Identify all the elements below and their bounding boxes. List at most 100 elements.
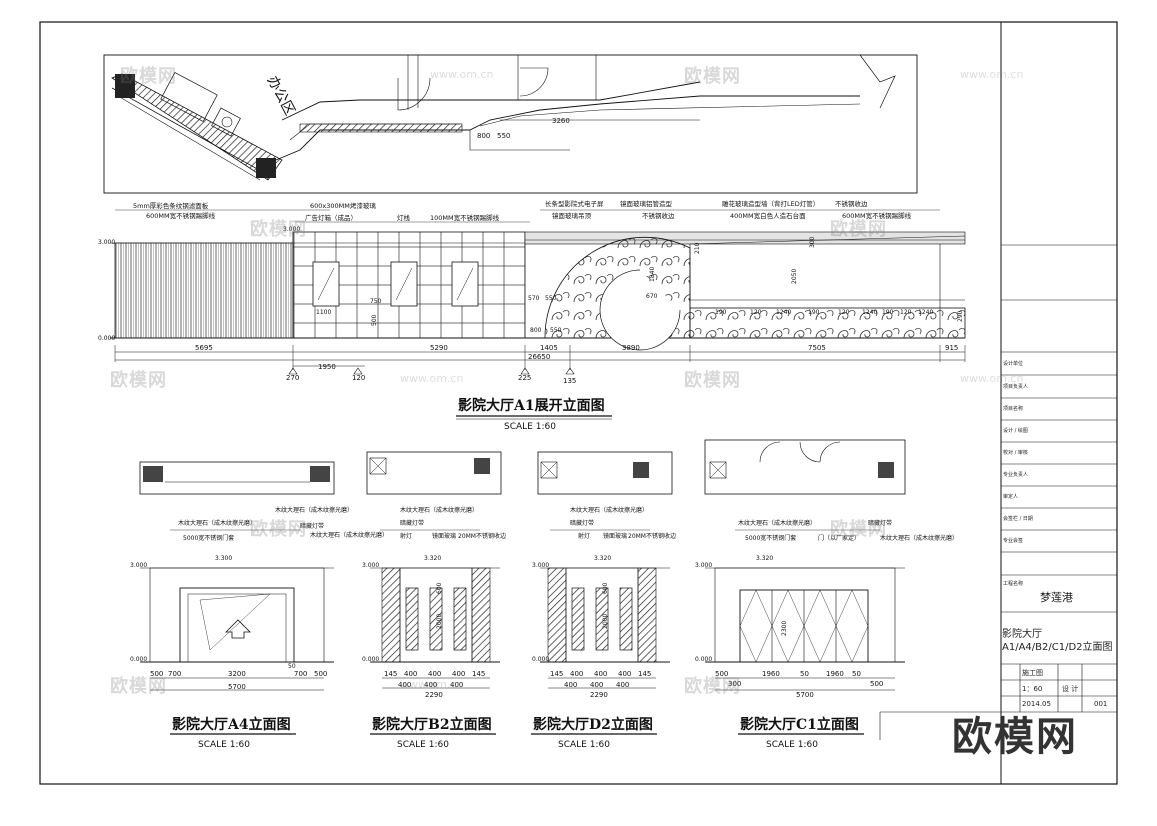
a1-sub-0: 270 — [286, 374, 299, 382]
c1-scale: SCALE 1:60 — [766, 740, 818, 750]
watermark-url: www.om.cn — [430, 68, 494, 81]
outer-frame — [39, 21, 1118, 785]
a4-dim-2: 3200 — [228, 670, 246, 678]
a1-seg-5: 915 — [945, 344, 958, 352]
watermark-url: www.om.cn — [960, 68, 1024, 81]
a4-note-4: 木纹大理石（成木纹擦光磨） — [310, 531, 388, 539]
tb-row-1: 项目负责人 — [1003, 384, 1029, 390]
d2-note-2: 射灯 — [578, 532, 590, 540]
plan-area-label: 办公区 — [264, 74, 298, 119]
a1-note-2: 600x300MM烤漆玻璃 — [310, 201, 376, 210]
tb-sheet-no: 001 — [1094, 700, 1108, 708]
a4-level-bottom: 0.000 — [130, 656, 147, 663]
a1-inner-16: 190 — [882, 309, 894, 316]
a1-note-13: 600MM宽不锈钢踢脚线 — [842, 211, 912, 220]
c1-note-3: 门（以厂家定） — [818, 534, 860, 542]
d2-level-bottom: 0.000 — [532, 656, 549, 663]
a1-sub-4: 135 — [563, 377, 576, 385]
a1-note-1: 600MM宽不锈钢踢脚线 — [146, 211, 216, 220]
c1-dim-2: 1960 — [762, 670, 780, 678]
title-block-lines — [879, 244, 1117, 740]
d2-level-top: 3.000 — [532, 562, 549, 569]
c1-level-bottom: 0.000 — [695, 656, 712, 663]
a1-title: 影院大厅A1展开立面图 — [458, 397, 605, 414]
b2-note-0: 木纹大理石（成木纹擦光磨） — [400, 506, 478, 514]
a1-inner-12: 1240 — [776, 309, 791, 316]
a1-inner-5: 1840 — [649, 267, 656, 282]
b2-db-2: 400 — [450, 681, 463, 689]
d2-elevation: 3.000 0.000 3.320 木纹大理石（成木纹擦光磨） 暗藏灯带 射灯 … — [531, 506, 676, 750]
c1-elevation: 3.000 0.000 3.320 木纹大理石（成木纹擦光磨） 暗藏灯带 500… — [695, 519, 958, 750]
watermark-url: www.om.cn — [400, 372, 464, 385]
a1-level-top: 3.000 — [98, 239, 115, 246]
d2-dt-1: 400 — [570, 670, 583, 678]
a1-inner-2: 550 — [545, 295, 557, 302]
a1-inner-0: 1100 — [316, 309, 331, 316]
b2-db-1: 400 — [424, 681, 437, 689]
c1-total: 5700 — [796, 691, 814, 699]
a1-note-8: 镜面玻璃铝管造型 — [620, 199, 673, 208]
d2-note-4: 20MM不锈钢收边 — [628, 532, 676, 540]
a1-scale: SCALE 1:60 — [504, 422, 556, 432]
c1-note-1: 暗藏灯带 — [868, 519, 892, 527]
a1-note-6: 长条型影院式电子屏 — [545, 199, 604, 208]
a4-elevation: 3.000 0.000 3.300 木纹大理石（成木纹擦光磨） 木纹大理石（成木… — [130, 506, 388, 750]
a1-inner-1: 570 — [528, 295, 540, 302]
d2-scale: SCALE 1:60 — [558, 740, 610, 750]
watermark-text: 欧模网 — [110, 676, 167, 697]
b2-elevation: 3.000 0.000 3.320 木纹大理石（成木纹擦光磨） 暗藏灯带 射灯 … — [362, 506, 506, 750]
c1-dim-1: 300 — [728, 680, 741, 688]
plan-dim-2: 550 — [497, 132, 510, 140]
b2-scale: SCALE 1:60 — [397, 740, 449, 750]
a1-inner-22: 750 — [370, 298, 382, 305]
watermark-text: 欧模网 — [110, 370, 167, 391]
b2-dt-2: 400 — [428, 670, 441, 678]
a1-inner-11: 120 — [750, 309, 762, 316]
a1-note-11: 雕花玻璃造型墙（背打LED灯管） — [722, 199, 819, 208]
tb-drawing-title: 影院大厅A1/A4/B2/C1/D2立面图 — [1002, 629, 1113, 653]
c1-title: 影院大厅C1立面图 — [740, 716, 859, 733]
tb-row-6: 审定人 — [1003, 494, 1019, 500]
a1-inner-21: 500 — [371, 314, 378, 326]
a1-seg-3: 3890 — [622, 344, 640, 352]
a1-inner-19: 290 — [957, 310, 964, 322]
d2-dt-4: 145 — [638, 670, 651, 678]
a4-dim-0: 500 — [150, 670, 163, 678]
a4-note-1: 木纹大理石（成木纹擦光磨） — [275, 506, 353, 514]
b2-note-3: 镜面玻璃 — [432, 532, 456, 540]
watermark-text: 欧模网 — [830, 519, 887, 540]
d2-dt-2: 400 — [594, 670, 607, 678]
a1-sub-1: 1950 — [318, 363, 336, 371]
a1-inner-17: 120 — [900, 309, 912, 316]
watermark-url: www.om.cn — [400, 678, 464, 691]
a1-inner-9: 2050 — [791, 269, 798, 284]
c1-dim-3: 50 — [800, 670, 809, 678]
floor-plan: 办公区 3260 800 550 — [103, 54, 918, 194]
d2-note-1: 暗藏灯带 — [570, 519, 594, 527]
d2-dt-0: 145 — [550, 670, 563, 678]
a1-seg-4: 7505 — [808, 344, 826, 352]
a4-total: 5700 — [228, 683, 246, 691]
a1-inner-4: 550 — [550, 327, 562, 334]
tb-row-2: 项目名称 — [1003, 406, 1024, 412]
d2-note-0: 木纹大理石（成木纹擦光磨） — [570, 506, 648, 514]
a4-ceiling: 3.300 — [215, 555, 232, 562]
b2-level-bottom: 0.000 — [362, 656, 379, 663]
a4-scale: SCALE 1:60 — [198, 740, 250, 750]
b2-h-0: 600 — [436, 582, 443, 594]
a1-note-12: 不锈钢收边 — [835, 199, 868, 208]
a1-level-bottom: 0.000 — [98, 335, 115, 342]
tb-row-4: 校对 / 审核 — [1003, 450, 1028, 456]
b2-note-1: 暗藏灯带 — [400, 519, 424, 527]
d2-dt-3: 400 — [618, 670, 631, 678]
b2-ceiling: 3.320 — [424, 555, 441, 562]
tb-row-0: 设计单位 — [1003, 361, 1024, 367]
watermark-text: 欧模网 — [250, 519, 307, 540]
b2-note-4: 20MM不锈钢收边 — [458, 532, 506, 540]
a1-inner-7: 210 — [694, 242, 701, 254]
d2-h-1: 2000 — [602, 614, 609, 629]
plan-dim-1: 800 — [477, 132, 490, 140]
d2-db-0: 400 — [564, 681, 577, 689]
watermark-text: 欧模网 — [250, 219, 307, 240]
